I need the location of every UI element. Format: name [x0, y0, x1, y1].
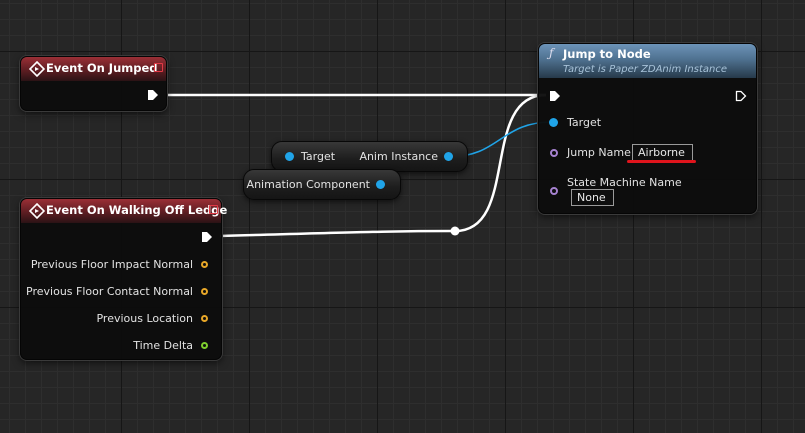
function-icon: ƒ	[549, 46, 554, 60]
jump-name-input[interactable]: Airborne	[632, 144, 693, 161]
vector-pin-icon[interactable]	[201, 288, 208, 295]
event-title: Event On Walking Off Ledge	[46, 203, 228, 217]
exec-out-pin-icon[interactable]	[735, 90, 747, 102]
exec-out-pin-icon[interactable]	[201, 231, 213, 243]
target-input-pin-icon[interactable]	[285, 152, 294, 161]
exec-out-pin-icon[interactable]	[147, 89, 159, 101]
output-label-previous-location: Previous Location	[96, 312, 193, 325]
event-title: Event On Jumped	[46, 61, 158, 75]
event-diamond-icon	[29, 203, 45, 219]
name-pin-icon[interactable]	[550, 149, 558, 157]
state-machine-name-label: State Machine Name	[567, 176, 682, 189]
animation-component-output-pin-icon[interactable]	[376, 180, 385, 189]
jump-to-node-node[interactable]: ƒ Jump to Node Target is Paper ZDAnim In…	[538, 43, 757, 214]
output-label-previous-floor-contact-normal: Previous Floor Contact Normal	[26, 285, 193, 298]
vector-pin-icon[interactable]	[201, 261, 208, 268]
anim-instance-output-pin-icon[interactable]	[444, 152, 453, 161]
output-label-previous-floor-impact-normal: Previous Floor Impact Normal	[30, 258, 193, 271]
delegate-pin-icon[interactable]	[209, 205, 218, 214]
event-on-walking-off-ledge-node[interactable]: Event On Walking Off Ledge Previous Floo…	[20, 198, 227, 360]
highlight-underline	[627, 160, 696, 163]
get-anim-instance-node[interactable]: Target Anim Instance	[271, 141, 468, 172]
anim-instance-output-label: Anim Instance	[359, 150, 438, 163]
target-input-label: Target	[301, 150, 336, 163]
delegate-pin-icon[interactable]	[154, 63, 163, 72]
function-subtitle: Target is Paper ZDAnim Instance	[563, 64, 727, 75]
event-on-jumped-node[interactable]: Event On Jumped	[20, 56, 167, 111]
function-title: Jump to Node	[563, 47, 651, 61]
vector-pin-icon[interactable]	[201, 315, 208, 322]
jump-name-label: Jump Name	[567, 146, 631, 159]
event-diamond-icon	[29, 61, 45, 77]
function-header: ƒ Jump to Node Target is Paper ZDAnim In…	[539, 44, 756, 78]
animation-component-node[interactable]: Animation Component	[243, 169, 401, 200]
name-pin-icon[interactable]	[550, 187, 558, 195]
wire-reroute-knot[interactable]	[450, 226, 460, 236]
float-pin-icon[interactable]	[201, 342, 208, 349]
state-machine-name-input[interactable]: None	[571, 189, 614, 206]
target-input-label: Target	[567, 116, 602, 129]
event-header: Event On Walking Off Ledge	[21, 199, 227, 223]
event-header: Event On Jumped	[21, 57, 166, 81]
exec-in-pin-icon[interactable]	[549, 90, 561, 102]
output-label-time-delta: Time Delta	[133, 339, 193, 352]
animation-component-label: Animation Component	[246, 178, 370, 191]
target-input-pin-icon[interactable]	[549, 118, 558, 127]
